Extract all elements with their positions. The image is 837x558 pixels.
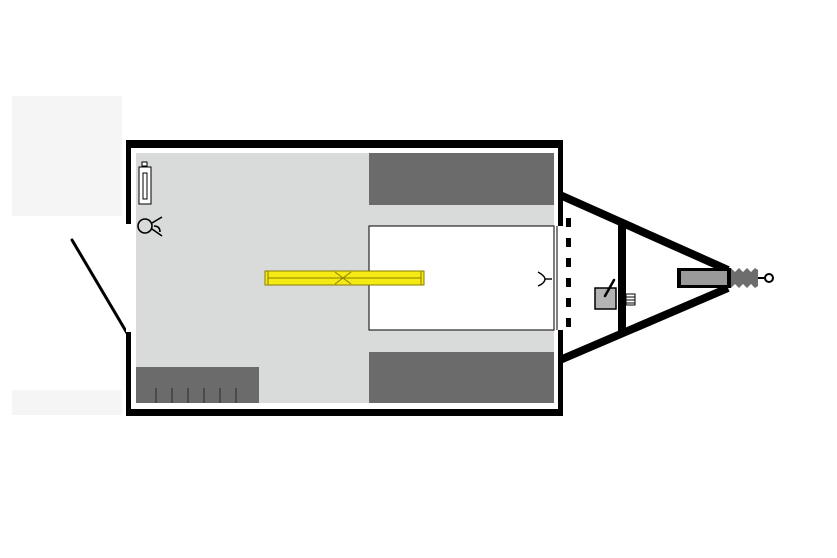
front-dashed-bar xyxy=(566,218,571,327)
jockey-wheel xyxy=(594,278,636,310)
tie-down-hook-left xyxy=(137,216,163,237)
rear-door-opening xyxy=(126,224,135,332)
coupling-head xyxy=(677,268,731,288)
front-wall-gap xyxy=(553,226,563,330)
coupling-ball xyxy=(758,273,774,283)
tie-down-hook-right xyxy=(537,271,552,287)
yellow-beam xyxy=(264,270,425,286)
drawbar-frame xyxy=(558,191,730,364)
wheel-arch-bottom xyxy=(369,352,554,403)
front-storage-box xyxy=(136,367,259,403)
rear-door xyxy=(70,238,129,335)
wheel-arch-top xyxy=(369,153,554,205)
lamp xyxy=(138,161,152,205)
background-ghost-shapes xyxy=(12,96,122,415)
coupler-bellows xyxy=(731,268,758,288)
